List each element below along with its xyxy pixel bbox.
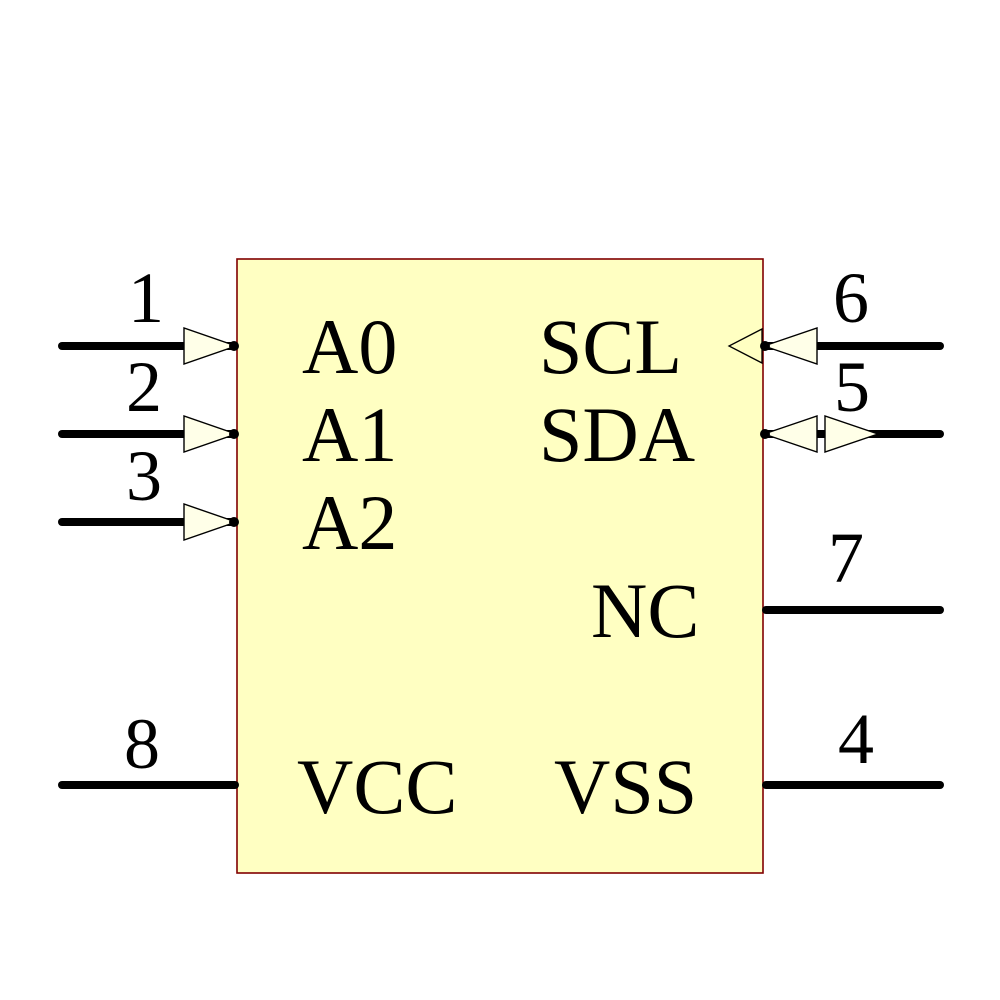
- pin-6-number: 6: [833, 258, 869, 338]
- input-arrow-icon: [761, 327, 818, 365]
- pin-2-number: 2: [126, 347, 162, 427]
- pin-7-number: 7: [828, 518, 864, 598]
- input-arrow-icon: [183, 327, 239, 365]
- pin-3-number: 3: [126, 436, 162, 516]
- pin-2-label: A1: [302, 391, 397, 478]
- pin-5-number: 5: [834, 347, 870, 427]
- pin-4[interactable]: 4: [762, 699, 944, 789]
- pin-2[interactable]: 2: [58, 347, 239, 453]
- input-arrow-icon: [183, 415, 239, 453]
- pin-1-connection-dot: [229, 341, 239, 351]
- pin-6-connection-dot: [760, 341, 770, 351]
- pin-1-label: A0: [302, 303, 397, 390]
- input-arrow-icon: [183, 503, 239, 541]
- pin-5[interactable]: 5: [760, 347, 944, 453]
- pin-5-label: SDA: [539, 391, 695, 478]
- pin-8[interactable]: 8: [58, 704, 239, 789]
- pin-6[interactable]: 6: [760, 258, 944, 365]
- component-body[interactable]: [236, 258, 764, 874]
- pin-3-connection-dot: [229, 517, 239, 527]
- pin-7-label: NC: [591, 567, 699, 654]
- pin-5-connection-dot: [760, 429, 770, 439]
- bidirectional-arrow-right-icon: [824, 415, 881, 453]
- pin-8-number: 8: [124, 704, 160, 784]
- pin-3-label: A2: [302, 479, 397, 566]
- pin-3[interactable]: 3: [58, 436, 239, 541]
- pin-2-connection-dot: [229, 429, 239, 439]
- pin-1-number: 1: [128, 258, 164, 338]
- bidirectional-arrow-left-icon: [761, 415, 818, 453]
- pin-8-label: VCC: [297, 743, 457, 830]
- pin-4-label: VSS: [554, 743, 697, 830]
- pin-7[interactable]: 7: [762, 518, 944, 614]
- pin-1[interactable]: 1: [58, 258, 239, 365]
- pin-4-number: 4: [838, 699, 874, 779]
- pin-6-label: SCL: [539, 303, 682, 390]
